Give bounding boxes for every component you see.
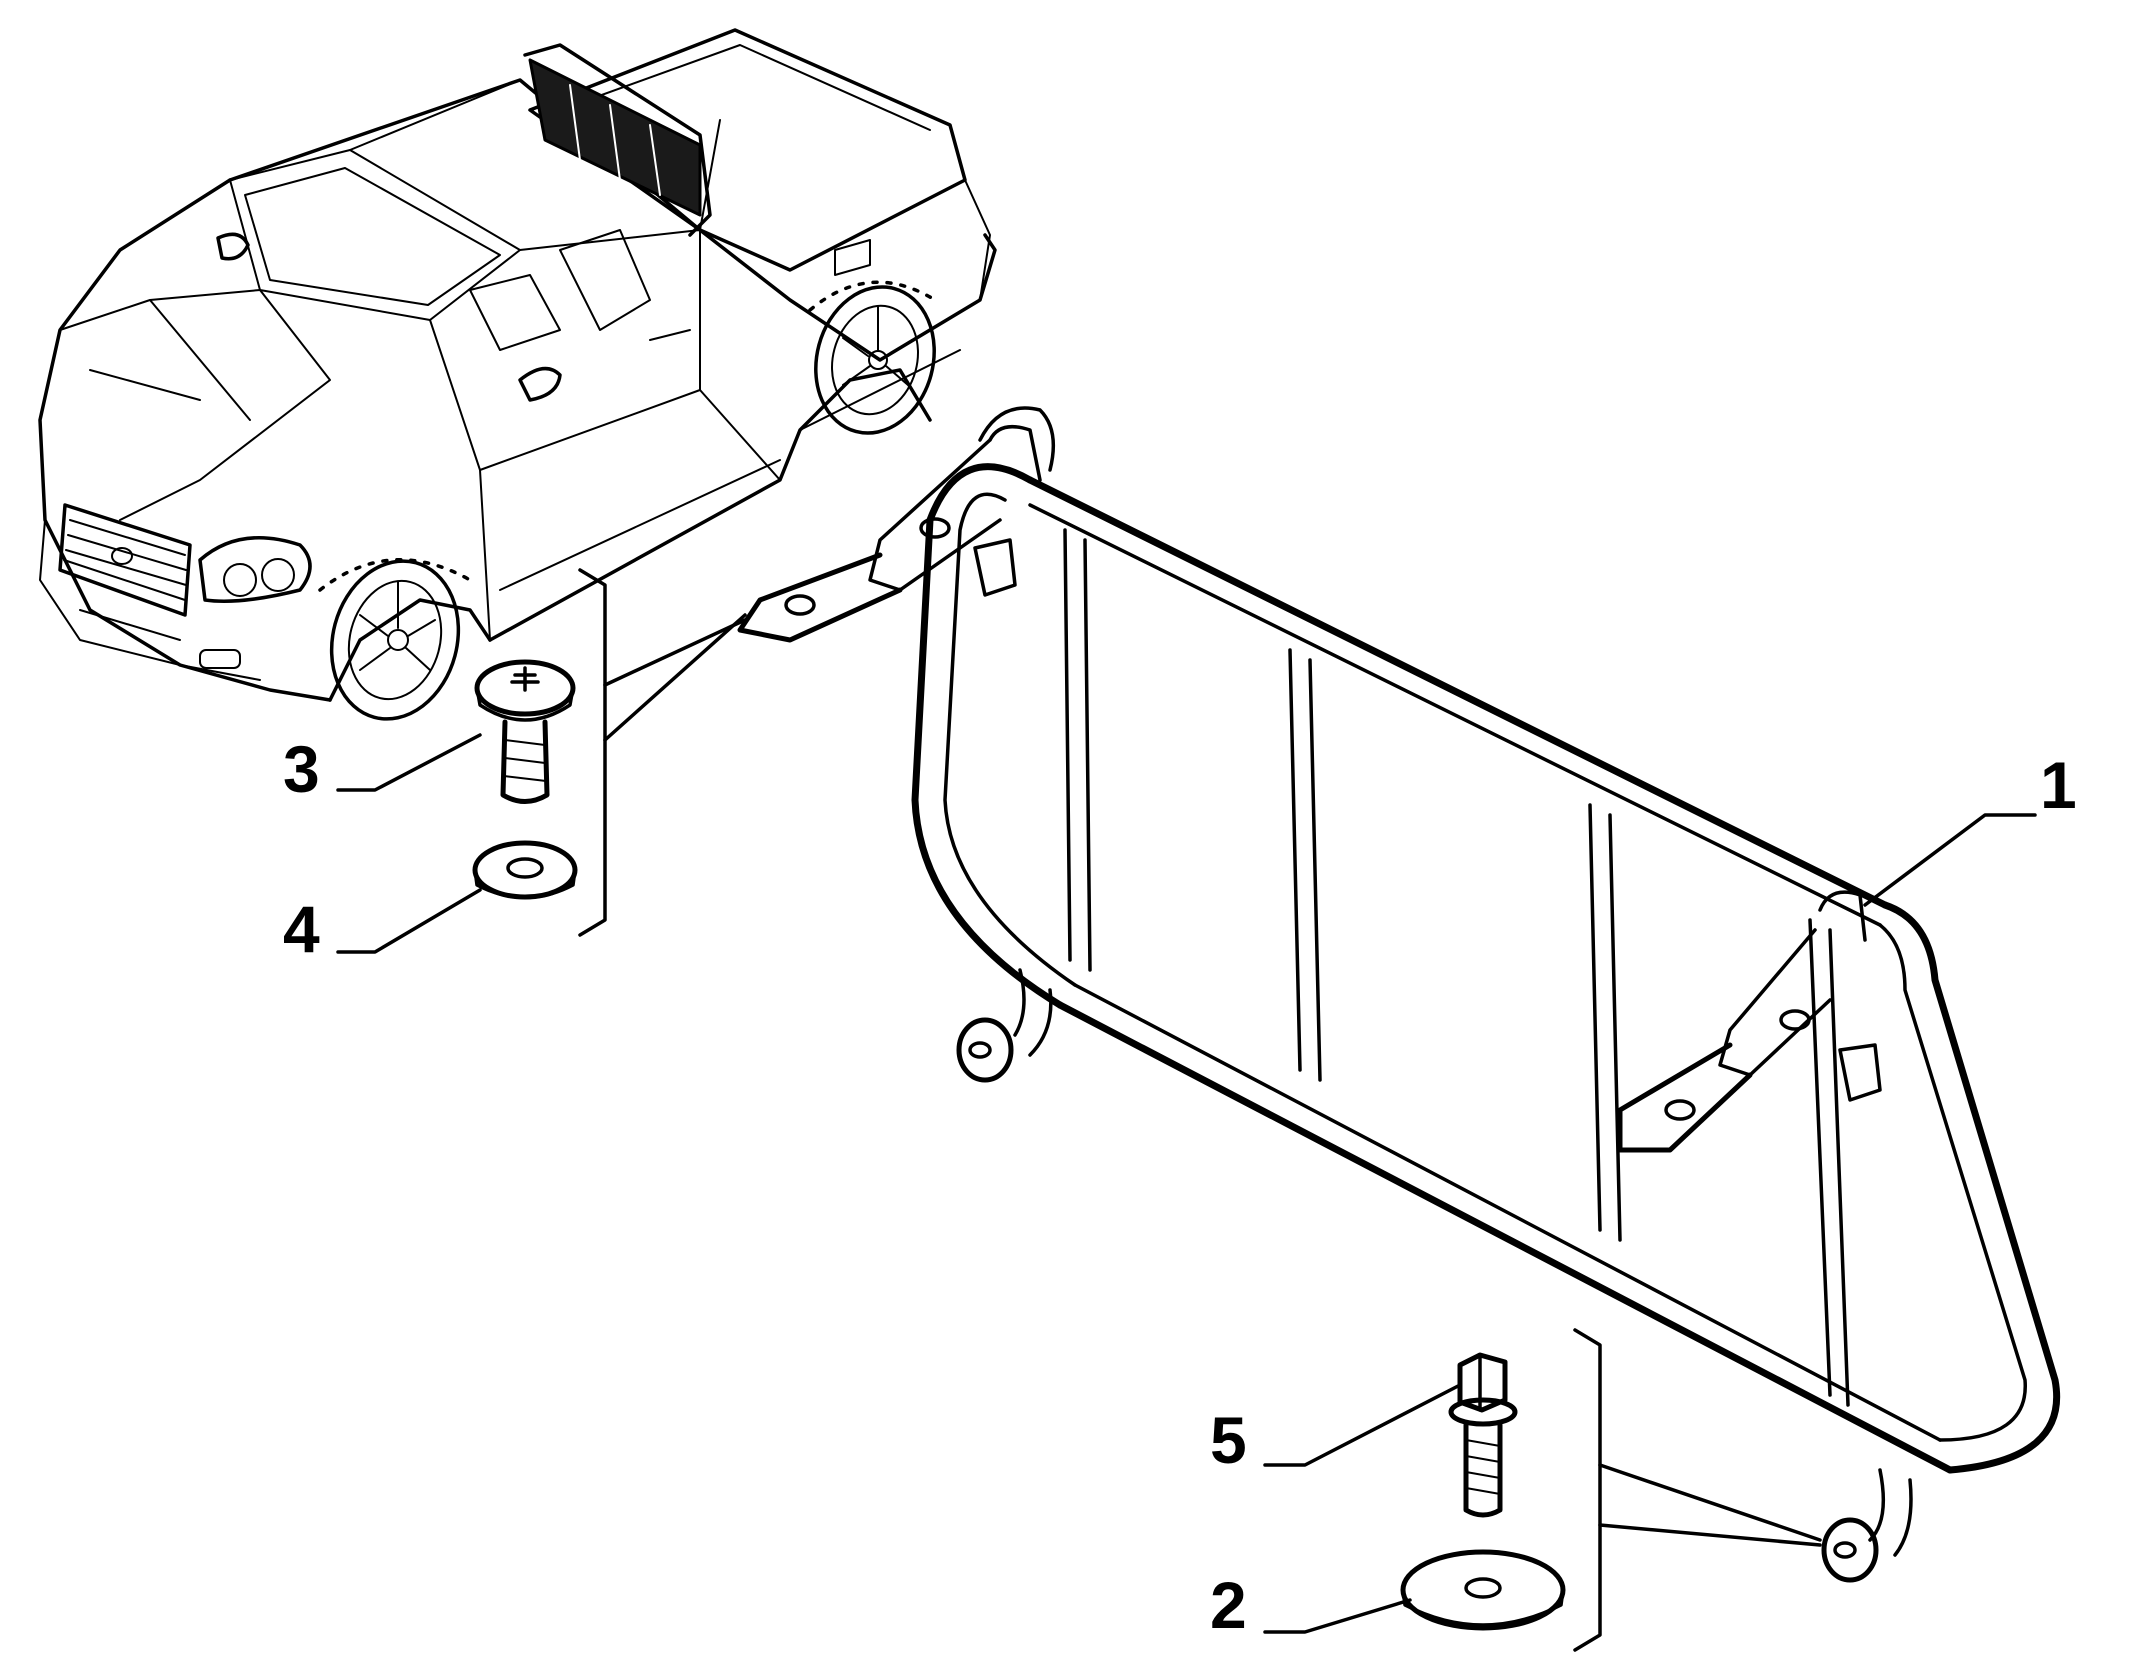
callout-1: 1 — [2040, 748, 2077, 822]
callout-2: 2 — [1210, 1568, 1247, 1642]
screw-icon — [474, 659, 576, 804]
windbreak-frame-icon — [737, 406, 2061, 1583]
large-washer-icon — [1400, 1549, 1566, 1631]
assembly-braces — [578, 568, 1822, 1652]
callout-3: 3 — [283, 732, 320, 806]
small-washer-icon — [472, 840, 578, 900]
pickup-truck-icon — [38, 28, 997, 721]
leader-lines — [336, 733, 2037, 1634]
callout-5: 5 — [1210, 1403, 1247, 1477]
callout-4: 4 — [283, 892, 320, 966]
hex-bolt-icon — [1448, 1352, 1518, 1518]
